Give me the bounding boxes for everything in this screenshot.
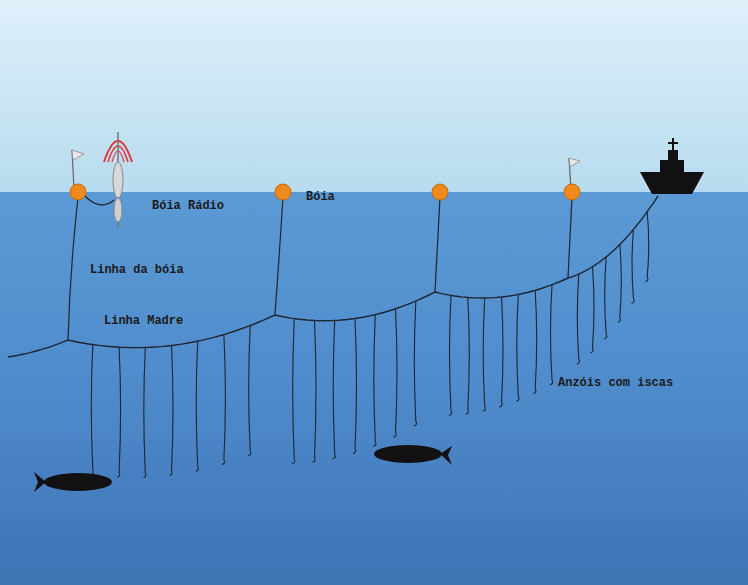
hook-line — [591, 267, 595, 353]
radio-buoy — [104, 132, 132, 228]
buoy-line — [275, 197, 283, 315]
main-line — [8, 196, 658, 357]
hook-line — [196, 341, 199, 471]
radio-buoy-tether — [84, 195, 114, 205]
hook-line — [313, 321, 317, 463]
hooks-label: Anzóis com iscas — [558, 376, 673, 390]
buoy-line — [68, 197, 78, 340]
buoy — [70, 184, 86, 200]
hook-line — [466, 298, 470, 415]
buoy-label: Bóia — [306, 190, 335, 204]
branch-lines — [91, 212, 649, 478]
ship — [640, 138, 704, 194]
hook-line — [533, 290, 537, 393]
hook-line — [170, 346, 174, 476]
hook-line — [414, 301, 417, 426]
buoy — [432, 184, 448, 200]
hook-line — [292, 319, 295, 464]
hook-line — [117, 347, 121, 477]
hook-line — [618, 244, 622, 322]
hook-line — [222, 335, 226, 465]
hook-line — [645, 212, 649, 282]
buoy-line — [568, 197, 572, 278]
hook-line — [516, 295, 519, 402]
hook-line — [91, 345, 94, 475]
hook-line — [500, 297, 504, 407]
hook-line — [373, 315, 376, 447]
buoy-line — [435, 197, 440, 292]
buoy — [564, 184, 580, 200]
hook-line — [333, 321, 336, 459]
hook-line — [143, 348, 146, 478]
sea — [0, 192, 748, 585]
hook-line — [577, 274, 580, 364]
radio-buoy-label: Bóia Rádio — [152, 199, 224, 213]
hook-line — [604, 257, 607, 339]
hook-line — [550, 285, 553, 385]
sky — [0, 0, 748, 193]
fish — [374, 445, 452, 465]
hook-line — [353, 319, 357, 454]
hook-line — [483, 298, 486, 411]
hook-line — [248, 326, 251, 456]
buoy-line-label: Linha da bóia — [90, 263, 184, 277]
hook-line — [632, 229, 635, 303]
hook-line — [394, 309, 398, 437]
hook-line — [449, 295, 452, 415]
main-line-label: Linha Madre — [104, 314, 183, 328]
buoy — [275, 184, 291, 200]
fish — [34, 472, 112, 492]
fishing-lines — [8, 195, 658, 357]
